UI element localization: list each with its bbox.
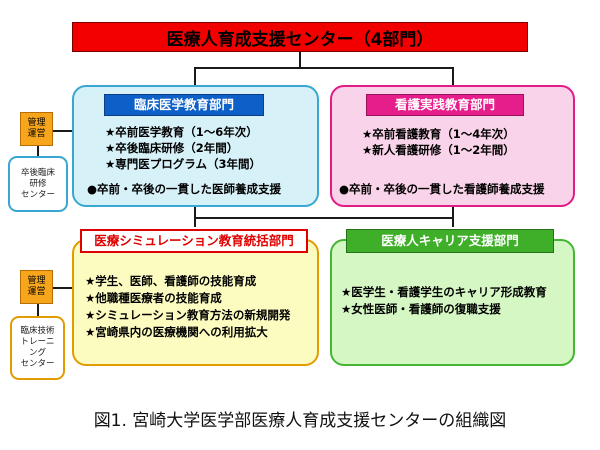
- dept-summary: ●卒前・卒後の一貫した医師養成支援: [87, 182, 282, 196]
- dept-summary: ●卒前・卒後の一貫した看護師養成支援: [339, 182, 545, 196]
- connector-to-d1: [194, 67, 196, 85]
- dept-items: ★卒前医学教育（1～6年次） ★卒後臨床研修（2年間） ★専門医プログラム（3年…: [105, 124, 261, 172]
- connector-mgmt1-center: [37, 143, 39, 156]
- list-item: ★卒後臨床研修（2年間）: [105, 141, 239, 155]
- dept-title: 臨床医学教育部門: [104, 94, 264, 116]
- list-item: ★宮崎県内の医療機関への利用拡大: [85, 325, 268, 339]
- list-item: ★新人看護研修（1～2年間）: [362, 143, 515, 157]
- connector-d1-down: [194, 207, 196, 218]
- center-title-banner: 医療人育成支援センター（4部門）: [72, 22, 528, 52]
- dept-title: 看護実践教育部門: [366, 94, 524, 116]
- list-item: ★専門医プログラム（3年間）: [105, 157, 261, 171]
- dept-title: 医療シミュレーション教育統括部門: [80, 229, 308, 253]
- connector-top-horizontal: [194, 67, 454, 69]
- list-item: ★卒前医学教育（1～6年次）: [105, 125, 258, 139]
- dept-medical-simulation: 医療シミュレーション教育統括部門 ★学生、医師、看護師の技能育成 ★他職種医療者…: [72, 229, 319, 366]
- list-item: ★シミュレーション教育方法の新規開発: [85, 308, 291, 322]
- list-item: ★他職種医療者の技能育成: [85, 291, 222, 305]
- list-item: ★医学生・看護学生のキャリア形成教育: [341, 285, 547, 299]
- management-label-text: 管理 運営: [27, 276, 46, 297]
- dept-career-support: 医療人キャリア支援部門 ★医学生・看護学生のキャリア形成教育 ★女性医師・看護師…: [330, 229, 575, 366]
- dept-clinical-medicine: 臨床医学教育部門 ★卒前医学教育（1～6年次） ★卒後臨床研修（2年間） ★専門…: [72, 85, 319, 207]
- management-label-text: 管理 運営: [27, 118, 46, 139]
- connector-to-d3: [194, 217, 196, 227]
- management-label: 管理 運営: [20, 112, 53, 146]
- connector-top-down: [299, 52, 301, 68]
- center-label-text: 卒後臨床 研修 センター: [20, 167, 55, 200]
- figure-caption: 図1. 宮崎大学医学部医療人育成支援センターの組織図: [93, 411, 507, 431]
- connector-mid-horizontal: [194, 217, 454, 219]
- dept-items: ★学生、医師、看護師の技能育成 ★他職種医療者の技能育成 ★シミュレーション教育…: [85, 273, 290, 341]
- list-item: ★卒前看護教育（1～4年次）: [362, 127, 515, 141]
- connector-to-d2: [452, 67, 454, 85]
- clinical-skills-training-center: 臨床技術 トレーニ ング センター: [10, 316, 65, 380]
- list-item: ★学生、医師、看護師の技能育成: [85, 274, 257, 288]
- connector-mgmt1: [52, 130, 72, 132]
- connector-d2-down: [452, 207, 454, 218]
- connector-mgmt2-center: [37, 300, 39, 316]
- postgraduate-training-center: 卒後臨床 研修 センター: [8, 156, 68, 212]
- dept-items: ★医学生・看護学生のキャリア形成教育 ★女性医師・看護師の復職支援: [341, 284, 547, 318]
- connector-to-d4: [452, 217, 454, 227]
- management-label: 管理 運営: [20, 270, 53, 304]
- dept-items: ★卒前看護教育（1～4年次） ★新人看護研修（1～2年間）: [362, 126, 515, 158]
- list-item: ★女性医師・看護師の復職支援: [341, 302, 501, 316]
- center-label-text: 臨床技術 トレーニ ング センター: [20, 326, 55, 369]
- dept-title: 医療人キャリア支援部門: [346, 229, 554, 253]
- dept-nursing-practice: 看護実践教育部門 ★卒前看護教育（1～4年次） ★新人看護研修（1～2年間） ●…: [330, 85, 575, 207]
- connector-mgmt2: [52, 287, 72, 289]
